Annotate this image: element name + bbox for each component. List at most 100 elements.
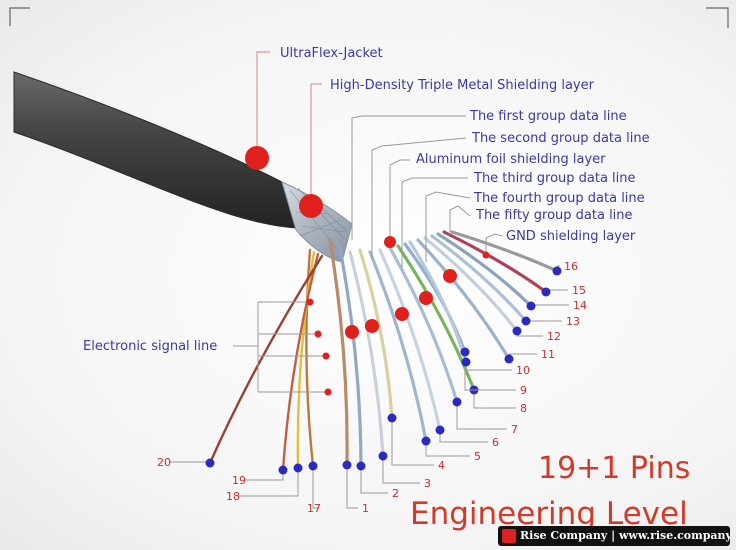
pin-leader-8 <box>473 390 516 409</box>
pin-dot-7 <box>452 397 462 407</box>
marker-jacket <box>245 146 269 170</box>
corner-frame <box>9 7 729 28</box>
signal-bracket <box>233 301 328 393</box>
wire-12 <box>423 236 519 333</box>
marker-group3 <box>395 307 409 321</box>
pin-number-1: 1 <box>362 502 369 515</box>
pin-dot-19 <box>278 465 288 475</box>
label-group4: The fourth group data line <box>473 191 645 206</box>
pin-dot-16 <box>552 266 562 276</box>
label-group3: The third group data line <box>473 171 636 186</box>
brand-banner: Rise Company | www.rise.company <box>498 526 730 546</box>
label-jacket: UltraFlex-Jacket <box>280 46 383 61</box>
pin-leader-6 <box>439 430 488 443</box>
pin-dot-5 <box>421 436 431 446</box>
pin-dot-11 <box>504 354 514 364</box>
wire-15 <box>442 230 548 294</box>
wire-11 <box>416 238 511 361</box>
pin-number-19: 19 <box>232 474 246 487</box>
pin-dot-10 <box>461 357 471 367</box>
wire-14 <box>436 232 533 308</box>
pin-leader-19 <box>244 470 284 481</box>
marker-gnd <box>482 251 490 259</box>
label-group5: The fifty group data line <box>475 208 633 223</box>
pin-leader-7 <box>456 402 507 430</box>
wire-3 <box>348 250 385 458</box>
label-gnd: GND shielding layer <box>506 229 636 244</box>
pin-number-9: 9 <box>520 384 527 397</box>
label-signal: Electronic signal line <box>83 339 217 354</box>
pin-dot-17 <box>308 461 318 471</box>
pin-number-12: 12 <box>547 330 561 343</box>
pin-dot-18 <box>293 463 303 473</box>
wire-7 <box>388 246 459 404</box>
pin-leader-5 <box>425 441 470 457</box>
pin-number-18: 18 <box>226 490 240 503</box>
pin-number-14: 14 <box>573 299 587 312</box>
brand-text: Rise Company | www.rise.company <box>520 529 730 542</box>
pin-leader-4 <box>391 418 434 466</box>
pin-number-10: 10 <box>516 364 530 377</box>
wire-6 <box>378 248 442 432</box>
pin-number-15: 15 <box>572 284 586 297</box>
pin-dot-14 <box>526 301 536 311</box>
pin-leader-10 <box>465 362 512 371</box>
pin-number-11: 11 <box>541 348 555 361</box>
wire-19 <box>281 252 320 472</box>
label-leaders <box>256 51 503 268</box>
label-foil: Aluminum foil shielding layer <box>416 152 606 167</box>
pin-dot-3 <box>378 451 388 461</box>
pin-dot-13 <box>521 316 531 326</box>
wire-10 <box>408 240 468 364</box>
pin-number-7: 7 <box>511 423 518 436</box>
pin-dot-9 <box>460 347 470 357</box>
pin-dot-2 <box>356 461 366 471</box>
pin-dot-4 <box>387 413 397 423</box>
marker-group1 <box>345 325 359 339</box>
wire-2 <box>338 246 363 468</box>
pin-number-3: 3 <box>424 477 431 490</box>
marker-signal-2 <box>314 330 322 338</box>
pin-number-20: 20 <box>157 456 171 469</box>
wire-13 <box>430 234 528 323</box>
pin-dot-6 <box>435 425 445 435</box>
pin-dot-1 <box>342 460 352 470</box>
marker-signal-3 <box>322 352 330 360</box>
marker-signal-4 <box>324 388 332 396</box>
pin-number-2: 2 <box>392 487 399 500</box>
title-pins: 19+1 Pins <box>538 451 690 486</box>
pin-leader-3 <box>382 456 420 484</box>
pin-dot-15 <box>541 287 551 297</box>
pin-number-6: 6 <box>492 436 499 449</box>
pin-dot-12 <box>512 326 522 336</box>
layer-markers <box>245 146 490 396</box>
pin-number-5: 5 <box>474 450 481 463</box>
pin-leader-2 <box>360 466 388 494</box>
marker-signal-1 <box>306 298 314 306</box>
pin-leader-14 <box>530 304 569 306</box>
label-shielding: High-Density Triple Metal Shielding laye… <box>330 78 595 93</box>
pin-leader-1 <box>346 465 358 509</box>
wire-4 <box>358 248 394 420</box>
rise-logo-icon <box>502 529 516 543</box>
wire-5 <box>368 250 428 443</box>
marker-shielding <box>299 194 323 218</box>
pin-dot-20 <box>205 458 215 468</box>
cable-jacket <box>13 71 313 229</box>
pin-number-13: 13 <box>566 315 580 328</box>
label-group2: The second group data line <box>471 131 650 146</box>
wire-1 <box>328 238 349 467</box>
pin-number-4: 4 <box>438 459 445 472</box>
pin-number-8: 8 <box>520 402 527 415</box>
pin-leader-18 <box>238 468 299 497</box>
pin-leader-20 <box>169 461 211 463</box>
wire-8 <box>396 244 476 392</box>
pin-leader-17 <box>312 466 319 509</box>
wire-bundle <box>208 230 559 472</box>
marker-foil <box>384 236 396 248</box>
marker-group5 <box>443 269 457 283</box>
marker-group2 <box>365 319 379 333</box>
